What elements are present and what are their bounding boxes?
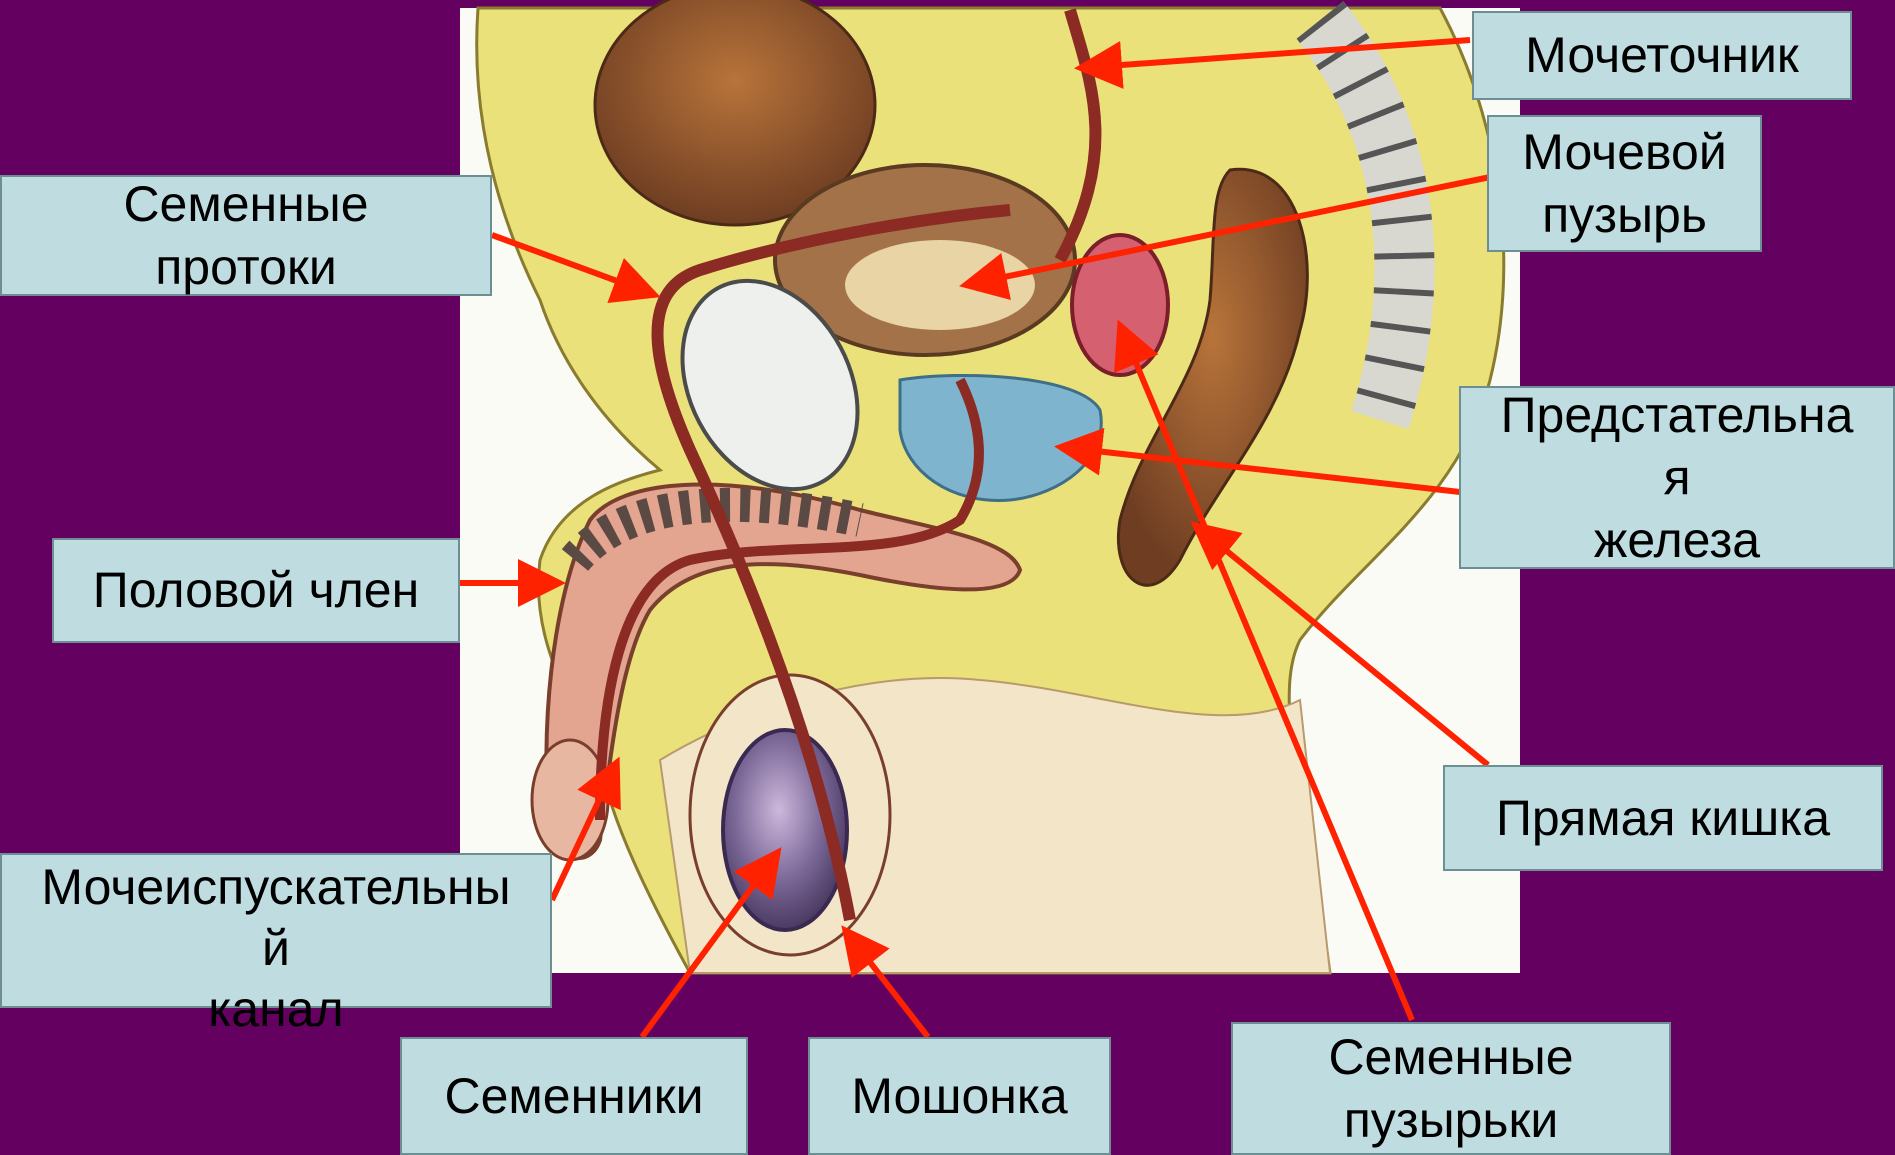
bladder-lumen xyxy=(845,240,1035,330)
label-bladder: Мочевой пузырь xyxy=(1487,115,1762,252)
label-scrotum: Мошонка xyxy=(808,1037,1111,1155)
label-prostate: Предстательна я железа xyxy=(1459,386,1895,569)
label-ureter: Мочеточник xyxy=(1472,11,1852,100)
anatomy-illustration xyxy=(460,0,1520,973)
label-vas-deferens: Семенные протоки xyxy=(0,175,492,296)
label-urethra: Мочеиспускательны й канал xyxy=(0,853,552,1008)
label-penis: Половой член xyxy=(52,538,460,643)
label-rectum: Прямая кишка xyxy=(1443,765,1883,871)
label-testes: Семенники xyxy=(400,1037,748,1155)
label-seminal-vesicles: Семенные пузырьки xyxy=(1231,1022,1671,1155)
